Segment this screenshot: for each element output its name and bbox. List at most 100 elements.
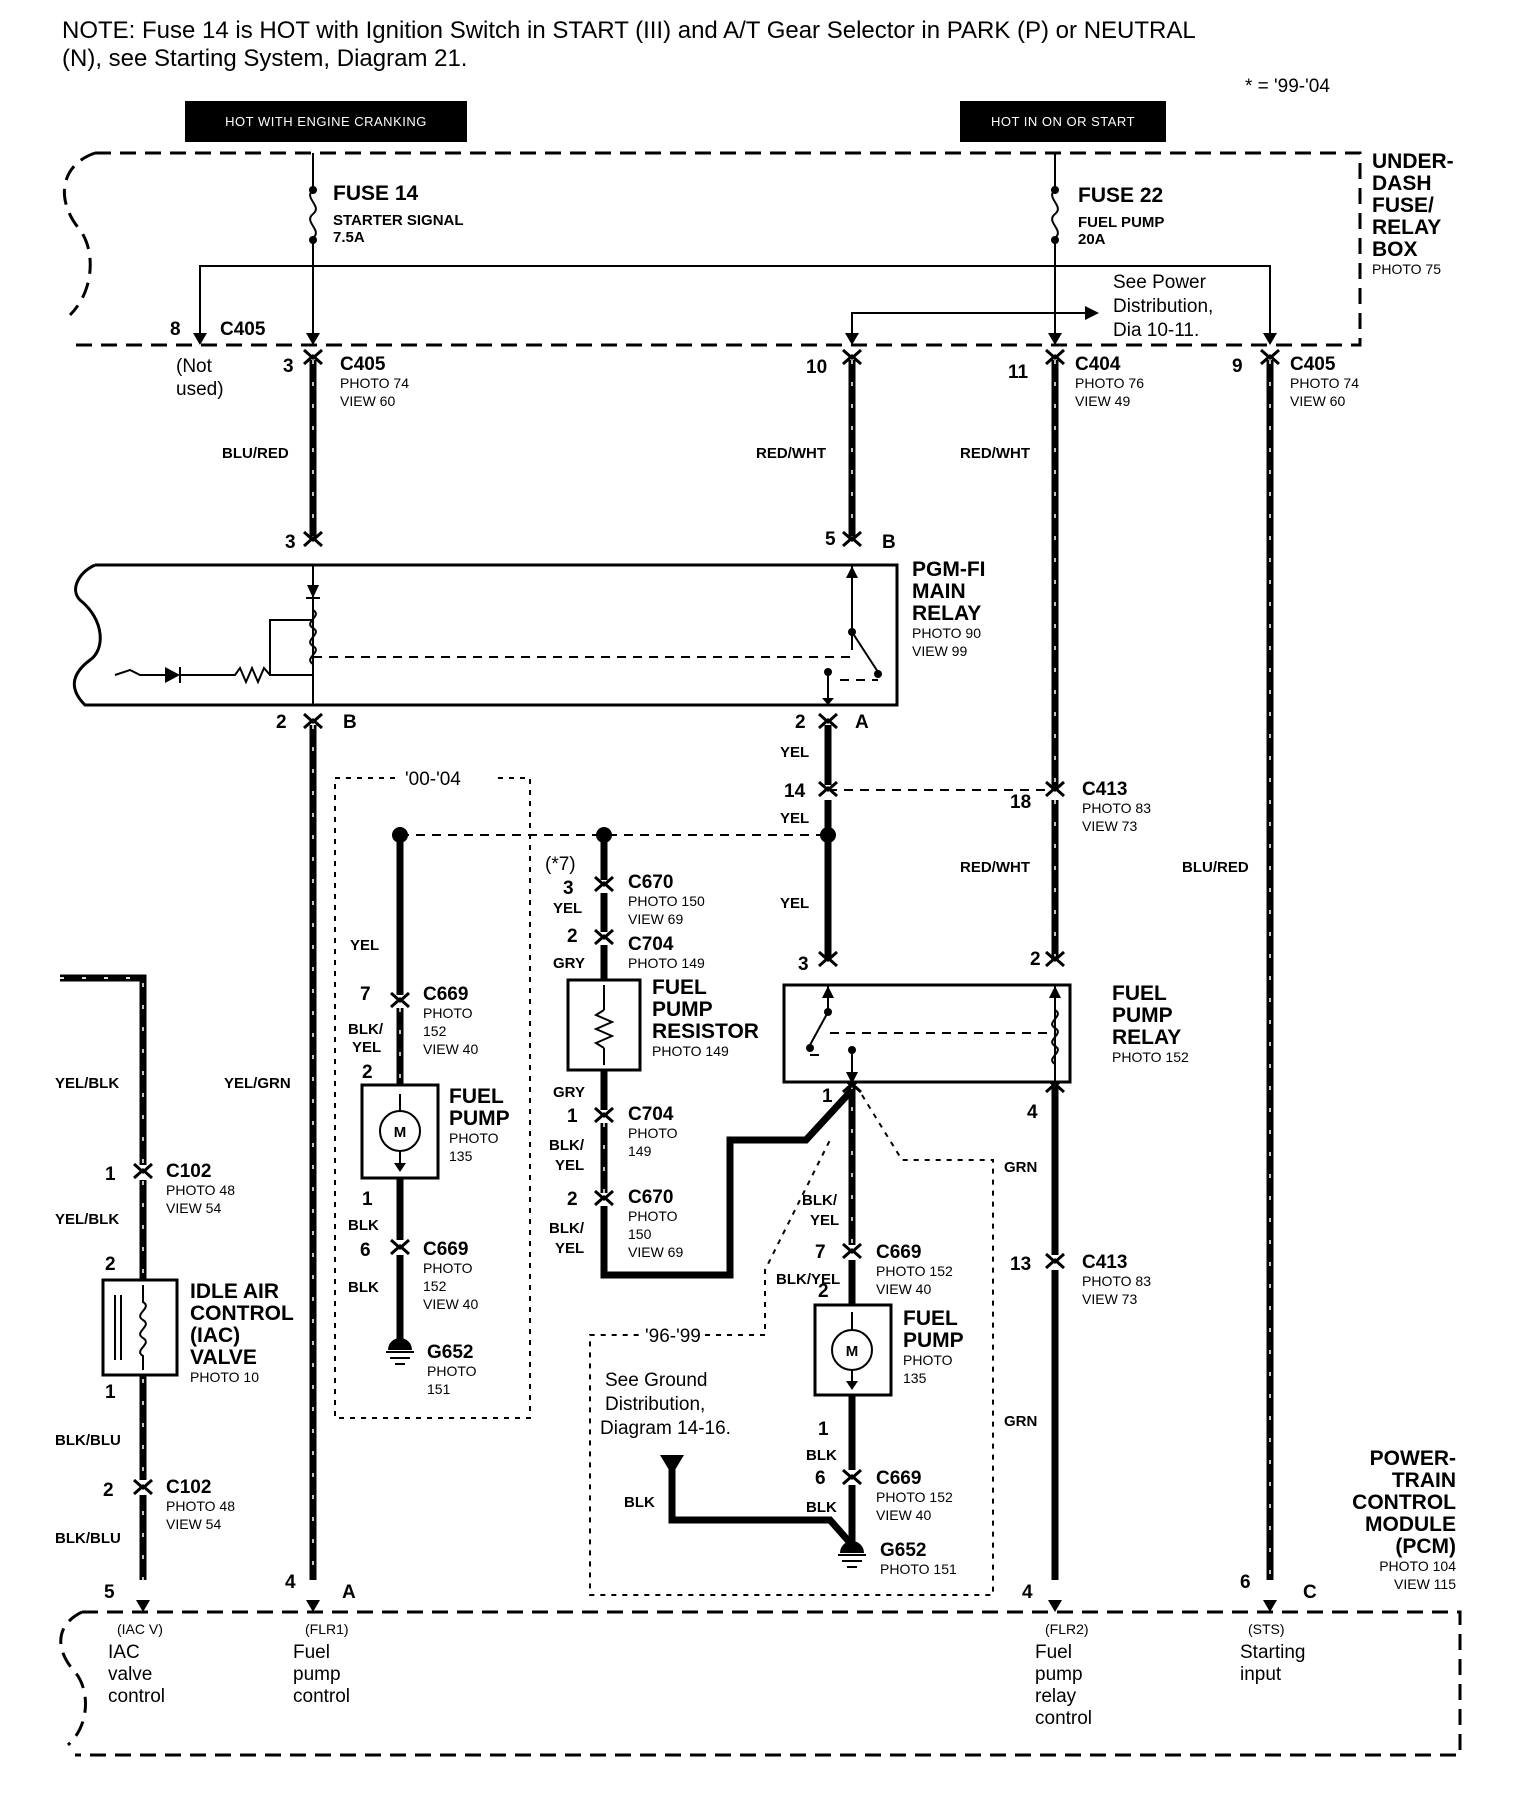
svg-text:6: 6 [1240,1572,1251,1593]
c404-connector-label: 11 C404 PHOTO 76 VIEW 49 [1008,354,1144,409]
svg-text:7.5A: 7.5A [333,229,365,246]
svg-text:PHOTO 151: PHOTO 151 [880,1561,957,1577]
svg-text:135: 135 [449,1148,473,1164]
svg-text:2: 2 [818,1281,829,1302]
svg-text:YEL: YEL [780,810,809,827]
pcm-module: POWER- TRAIN CONTROL MODULE (PCM) PHOTO … [59,1447,1462,1757]
svg-text:GRY: GRY [553,1084,585,1101]
svg-text:VIEW 60: VIEW 60 [1290,393,1345,409]
svg-text:VIEW 54: VIEW 54 [166,1200,221,1216]
svg-text:PUMP: PUMP [449,1107,510,1130]
svg-text:PHOTO: PHOTO [628,1208,678,1224]
connector-chevron [842,530,862,548]
svg-text:BLK: BLK [348,1217,379,1234]
svg-text:5: 5 [104,1582,115,1603]
svg-text:IAC: IAC [108,1642,140,1663]
note-line-1: NOTE: Fuse 14 is HOT with Ignition Switc… [62,17,1196,44]
svg-text:VIEW 99: VIEW 99 [912,643,967,659]
svg-text:11: 11 [1008,362,1029,383]
svg-text:GRN: GRN [1004,1159,1037,1176]
connector-chevron [594,875,614,893]
svg-text:VIEW 69: VIEW 69 [628,1244,683,1260]
svg-text:control: control [108,1686,165,1707]
svg-text:G652: G652 [427,1342,473,1363]
connector-chevron [1045,348,1065,366]
svg-text:PHOTO 152: PHOTO 152 [1112,1049,1189,1065]
svg-text:C704: C704 [628,934,674,955]
connector-chevron [842,1468,862,1486]
svg-text:RELAY: RELAY [1372,216,1441,239]
svg-text:VIEW 73: VIEW 73 [1082,1291,1137,1307]
svg-text:PHOTO: PHOTO [449,1130,499,1146]
ground-g652-b: G652 PHOTO 151 [838,1540,957,1577]
svg-text:C669: C669 [423,984,468,1005]
fuel-pump-resistor: FUEL PUMP RESISTOR PHOTO 149 [566,976,759,1072]
svg-text:(STS): (STS) [1248,1621,1285,1637]
svg-text:FUSE/: FUSE/ [1372,194,1434,217]
c405-connector-a-label: 3 C405 PHOTO 74 VIEW 60 [283,354,409,409]
svg-text:6: 6 [815,1468,826,1489]
connector-chevron [1260,348,1280,366]
svg-text:C404: C404 [1075,354,1121,375]
svg-text:2: 2 [105,1254,116,1275]
svg-text:'96-'99: '96-'99 [645,1326,701,1347]
connector-chevron [1045,1252,1065,1270]
svg-text:1: 1 [362,1189,373,1210]
c405-connector-b-label: 9 C405 PHOTO 74 VIEW 60 [1232,354,1359,409]
c704-b-label: 1 C704 PHOTO 149 [567,1104,678,1159]
wire-stripes [60,360,1271,1580]
pcm-terminal-flr2: (FLR2) Fuel pump relay control [1035,1621,1092,1729]
svg-text:M: M [846,1343,859,1360]
svg-text:used): used) [176,379,224,400]
svg-text:RED/WHT: RED/WHT [960,859,1030,876]
svg-text:YEL: YEL [780,744,809,761]
svg-text:Starting: Starting [1240,1642,1305,1663]
svg-text:YEL: YEL [810,1212,839,1229]
svg-text:YEL/GRN: YEL/GRN [224,1075,291,1092]
svg-text:VIEW 40: VIEW 40 [876,1281,931,1297]
svg-text:YEL: YEL [553,900,582,917]
svg-text:B: B [882,532,896,553]
svg-text:FUSE 14: FUSE 14 [333,182,419,205]
svg-text:See Power: See Power [1113,272,1207,293]
svg-text:valve: valve [108,1664,152,1685]
fusebox-border [63,151,1362,347]
svg-text:FUEL: FUEL [652,976,707,999]
svg-text:6: 6 [360,1240,371,1261]
svg-text:C405: C405 [220,319,266,340]
c669-d-label: 6 C669 PHOTO 152 VIEW 40 [815,1468,953,1523]
svg-text:BLK: BLK [806,1499,837,1516]
svg-text:A: A [342,1582,356,1603]
svg-text:PHOTO: PHOTO [427,1363,477,1379]
pcm-terminal-iacv: (IAC V) IAC valve control [108,1621,165,1707]
pgm-fi-main-relay: PGM-FI MAIN RELAY PHOTO 90 VIEW 99 3 5 B… [72,529,986,733]
note-line-2: (N), see Starting System, Diagram 21. [62,45,467,72]
svg-text:BLK/: BLK/ [549,1137,585,1154]
svg-text:C669: C669 [423,1239,468,1260]
svg-text:4: 4 [1027,1102,1038,1123]
svg-text:VIEW 49: VIEW 49 [1075,393,1130,409]
c102-b-label: 2 C102 PHOTO 48 VIEW 54 [103,1477,235,1532]
svg-text:relay: relay [1035,1686,1077,1707]
svg-text:YEL/BLK: YEL/BLK [55,1075,119,1092]
fuel-pump-a: M FUEL PUMP PHOTO 135 2 1 [360,1062,510,1210]
svg-text:YEL: YEL [350,937,379,954]
svg-text:PUMP: PUMP [903,1329,964,1352]
svg-text:Fuel: Fuel [293,1642,330,1663]
svg-text:BLU/RED: BLU/RED [1182,859,1249,876]
svg-text:(FLR1): (FLR1) [305,1621,349,1637]
svg-text:1: 1 [105,1164,116,1185]
svg-text:PHOTO 150: PHOTO 150 [628,893,705,909]
svg-text:20A: 20A [1078,231,1106,248]
svg-text:YEL: YEL [780,895,809,912]
fusebox-label: UNDER- DASH FUSE/ RELAY BOX PHOTO 75 [1372,150,1454,277]
svg-text:MAIN: MAIN [912,580,966,603]
svg-text:150: 150 [628,1226,652,1242]
svg-text:7: 7 [815,1242,826,1263]
svg-text:STARTER SIGNAL: STARTER SIGNAL [333,212,464,229]
svg-text:VIEW 115: VIEW 115 [1394,1576,1456,1592]
connector-chevron [842,348,862,366]
svg-text:CONTROL: CONTROL [1352,1491,1456,1514]
hot-label-left: HOT WITH ENGINE CRANKING [225,114,427,129]
c404-pin-10: 10 [806,357,827,378]
